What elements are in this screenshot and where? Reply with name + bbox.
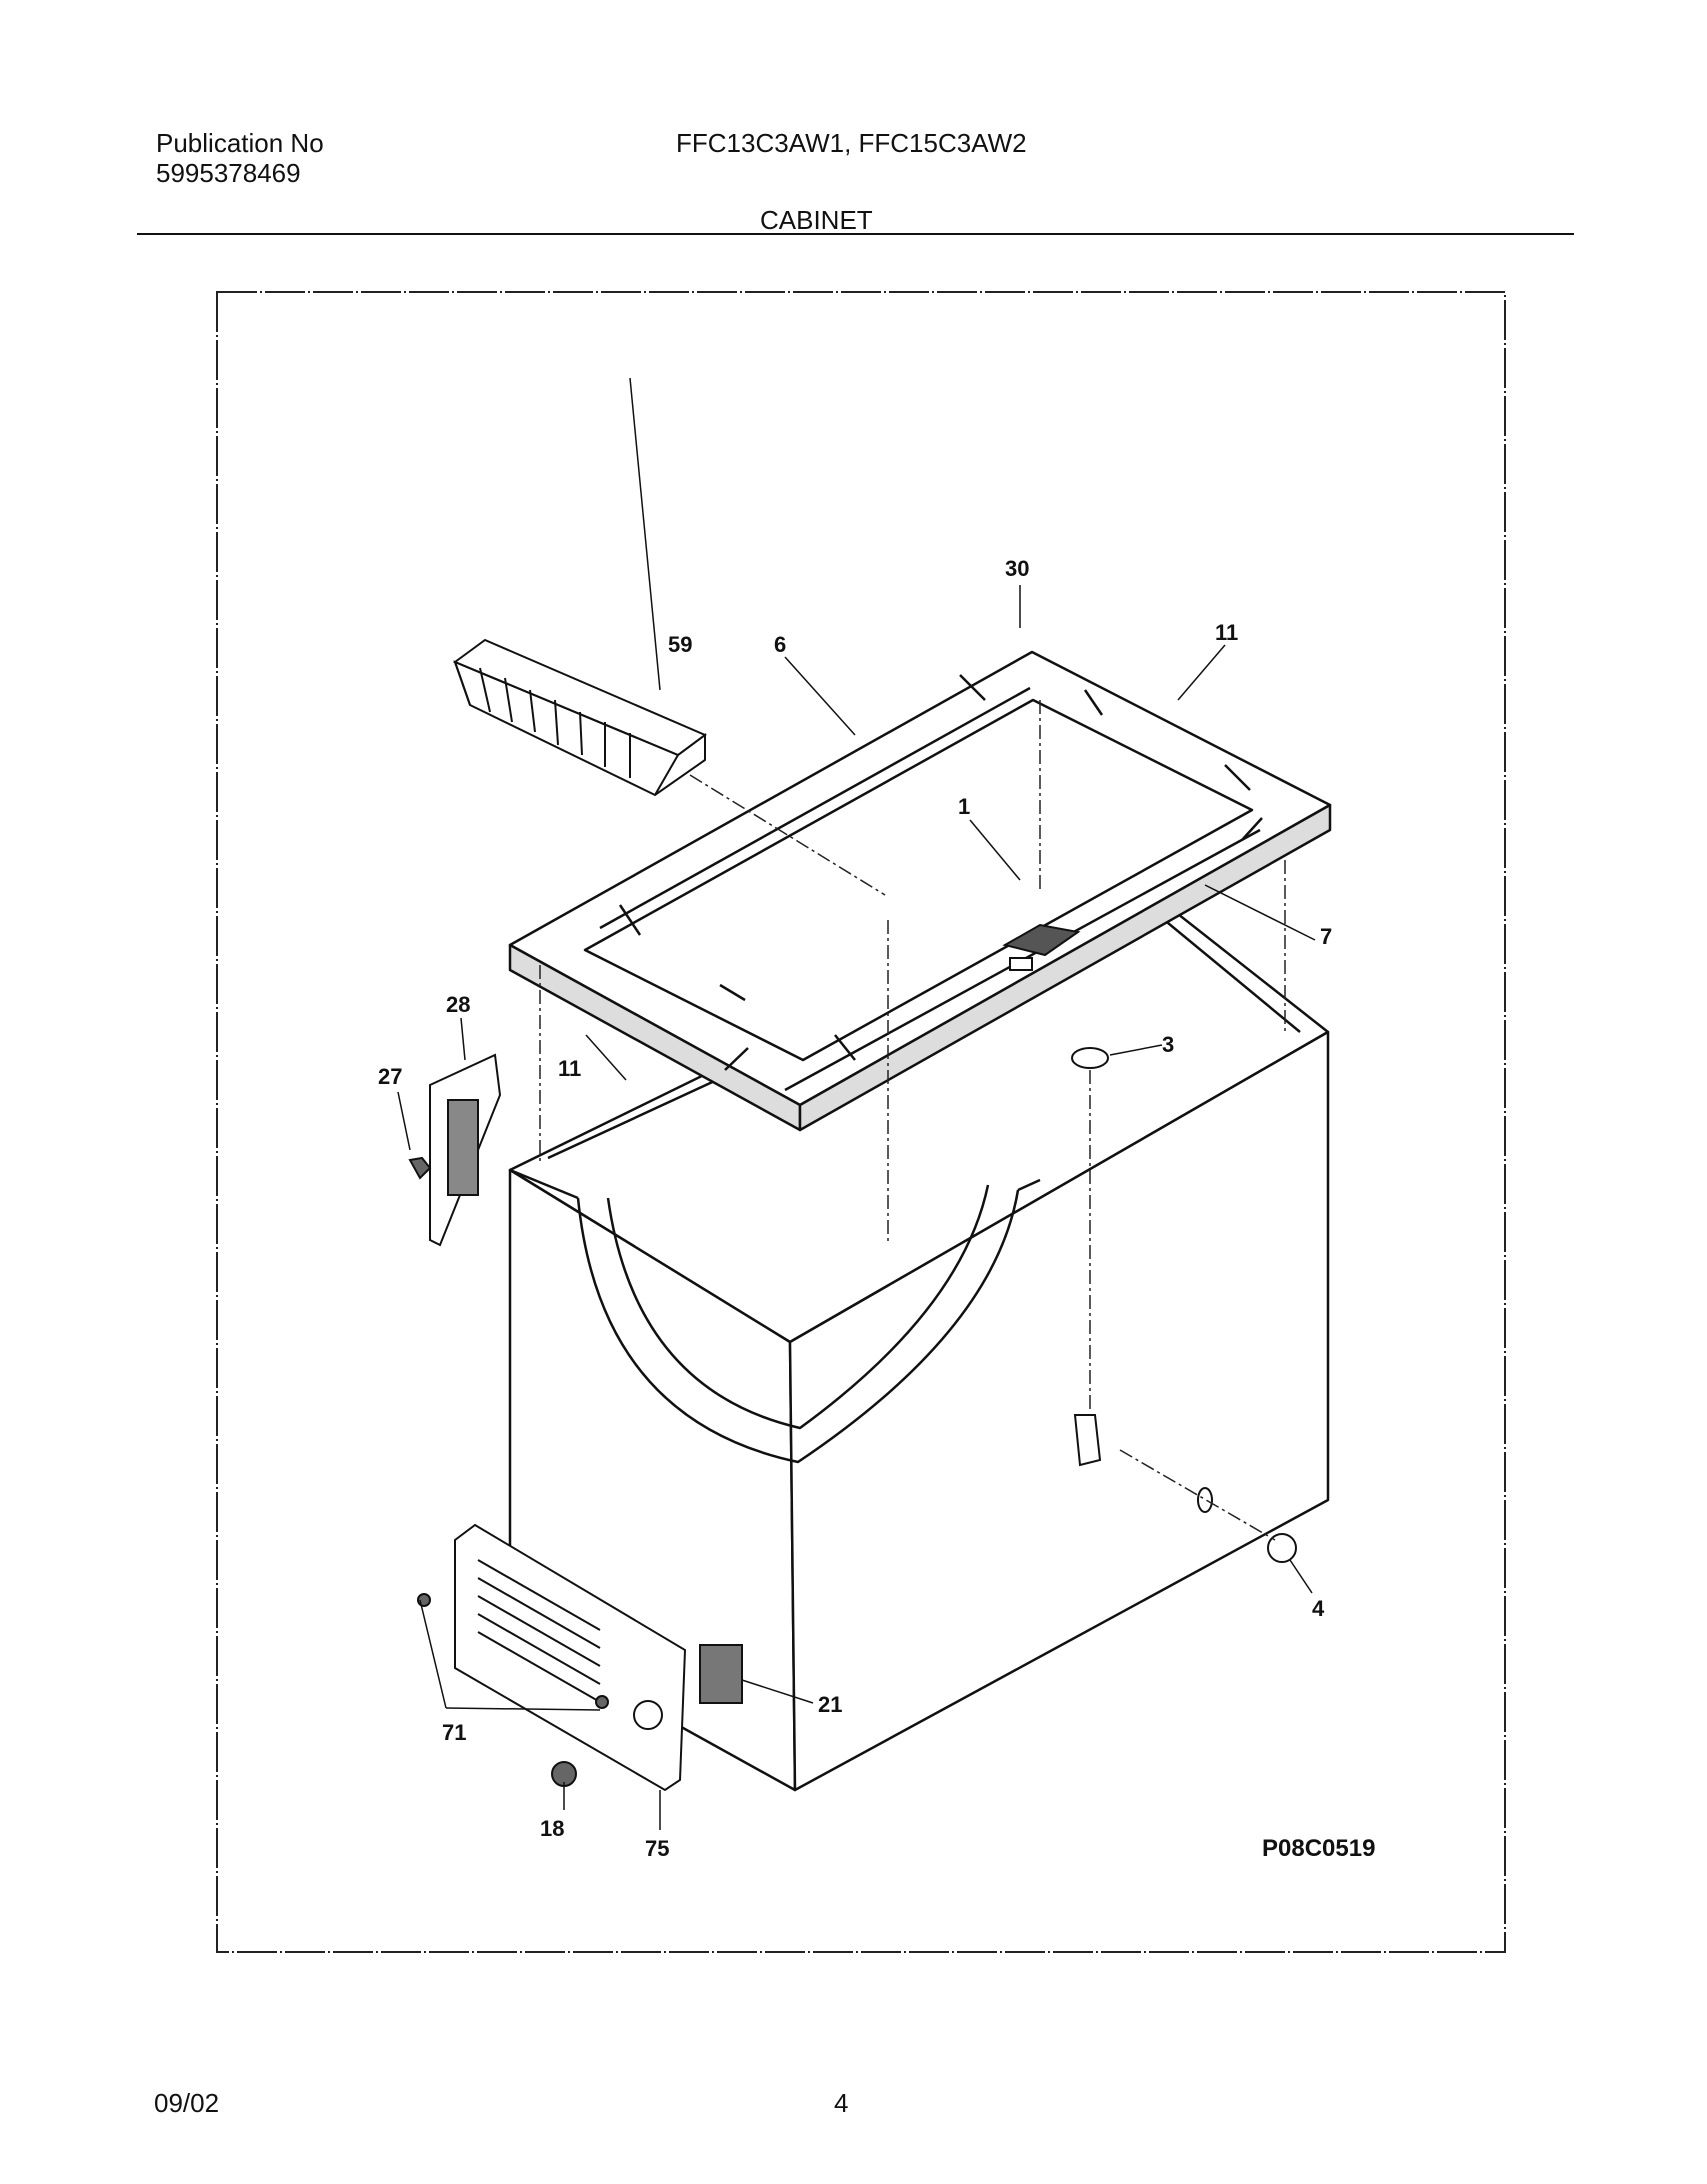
callout-7: 7 [1320, 924, 1332, 949]
callout-11-top: 11 [1215, 620, 1238, 645]
callout-1: 1 [958, 794, 970, 819]
diagram-frame [216, 291, 1506, 1953]
callout-18: 18 [540, 1816, 564, 1841]
callout-3: 3 [1162, 1032, 1174, 1057]
lid-gasket-frame [508, 650, 1332, 1132]
callout-28: 28 [446, 992, 470, 1017]
callout-59: 59 [668, 632, 692, 657]
assembly-guides [539, 700, 1286, 1541]
section-title: CABINET [760, 205, 873, 235]
handle-part [1002, 923, 1081, 971]
wire-basket [452, 638, 707, 797]
header-rule [137, 233, 1574, 235]
compressor-grille [417, 1523, 687, 1792]
publication-label: Publication No [156, 128, 324, 158]
model-numbers: FFC13C3AW1, FFC15C3AW2 [676, 128, 1027, 158]
callout-27: 27 [378, 1064, 402, 1089]
callout-leaders [397, 377, 1316, 1830]
relay-and-drain-parts [699, 1047, 1297, 1704]
callout-6: 6 [774, 632, 786, 657]
publication-number: 5995378469 [156, 158, 301, 188]
callout-30: 30 [1005, 556, 1029, 581]
callout-71: 71 [442, 1720, 466, 1745]
callout-11-left: 11 [558, 1056, 581, 1081]
footer-date: 09/02 [154, 2088, 220, 2118]
callout-75: 75 [645, 1836, 669, 1861]
hinge-assembly [408, 1053, 502, 1247]
footer-page-number: 4 [834, 2088, 849, 2118]
drawing-code: P08C0519 [1262, 1835, 1375, 1862]
callout-21: 21 [818, 1692, 842, 1717]
callout-4: 4 [1312, 1596, 1325, 1621]
